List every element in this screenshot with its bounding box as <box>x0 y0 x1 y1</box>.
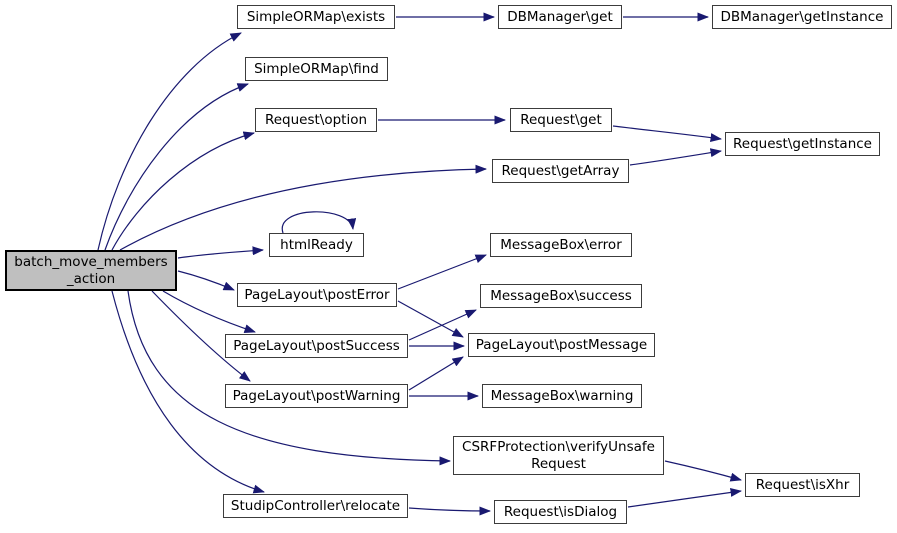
edge-pagelayout_posterror-to-pagelayout_postmessage <box>397 300 464 338</box>
edge-pagelayout_postsuccess-to-messagebox_success <box>408 309 477 341</box>
node-pagelayout_postwarning[interactable]: PageLayout\postWarning <box>225 384 408 408</box>
node-label: StudipController\relocate <box>230 497 401 514</box>
node-label: PageLayout\postWarning <box>232 387 401 404</box>
node-label: Request\getInstance <box>733 135 872 152</box>
node-messagebox_error[interactable]: MessageBox\error <box>490 233 632 257</box>
node-request_get[interactable]: Request\get <box>510 108 612 132</box>
node-label: SimpleORMap\exists <box>246 8 386 25</box>
node-label: Request\get <box>520 111 602 128</box>
edge-pagelayout_postwarning-to-pagelayout_postmessage <box>408 356 464 391</box>
edge-batch_move_members_action-to-pagelayout_postwarning <box>151 290 251 382</box>
node-dbmanager_get[interactable]: DBManager\get <box>498 5 622 29</box>
node-pagelayout_posterror[interactable]: PageLayout\postError <box>237 283 397 307</box>
node-studipcontroller_relocate[interactable]: StudipController\relocate <box>223 494 408 518</box>
edge-pagelayout_posterror-to-messagebox_error <box>397 254 487 290</box>
node-label: MessageBox\success <box>490 287 632 304</box>
node-request_getarray[interactable]: Request\getArray <box>492 159 629 183</box>
node-label: htmlReady <box>280 236 353 253</box>
node-htmlready[interactable]: htmlReady <box>269 233 364 257</box>
node-messagebox_warning[interactable]: MessageBox\warning <box>482 384 642 408</box>
node-label: DBManager\getInstance <box>720 8 884 25</box>
edge-batch_move_members_action-to-simpleormap_find <box>104 83 249 251</box>
edge-batch_move_members_action-to-studipcontroller_relocate <box>111 290 265 494</box>
node-label: Request\isDialog <box>503 503 618 520</box>
edge-batch_move_members_action-to-simpleormap_exists <box>97 32 242 251</box>
edge-request_isdialog-to-request_isxhr <box>627 487 742 508</box>
node-label: Request\isXhr <box>755 476 850 493</box>
node-pagelayout_postsuccess[interactable]: PageLayout\postSuccess <box>225 334 408 358</box>
node-simpleormap_exists[interactable]: SimpleORMap\exists <box>237 5 395 29</box>
node-label: PageLayout\postSuccess <box>233 337 400 354</box>
node-label: SimpleORMap\find <box>254 60 379 77</box>
node-label: DBManager\get <box>507 8 613 25</box>
node-request_isxhr[interactable]: Request\isXhr <box>745 473 860 497</box>
node-request_getinstance[interactable]: Request\getInstance <box>725 132 880 156</box>
node-dbmanager_getinstance[interactable]: DBManager\getInstance <box>712 5 892 29</box>
edge-batch_move_members_action-to-htmlready <box>177 246 264 259</box>
node-label: PageLayout\postError <box>244 286 390 303</box>
edge-htmlready-to-htmlready <box>281 211 357 234</box>
node-label: Request\getArray <box>501 162 620 179</box>
edge-batch_move_members_action-to-request_option <box>111 131 255 251</box>
node-label: Request\option <box>264 111 368 128</box>
node-batch_move_members_action: batch_move_members_action <box>5 250 177 291</box>
node-label: _action <box>66 270 116 287</box>
edge-batch_move_members_action-to-pagelayout_postsuccess <box>162 290 256 333</box>
edge-csrfprotection_verifyunsaferequest-to-request_isxhr <box>664 460 742 482</box>
node-simpleormap_find[interactable]: SimpleORMap\find <box>245 57 388 81</box>
edge-batch_move_members_action-to-pagelayout_posterror <box>177 270 235 291</box>
node-label: CSRFProtection\verifyUnsafe <box>462 438 655 455</box>
edge-batch_move_members_action-to-csrfprotection_verifyunsaferequest <box>127 290 451 466</box>
node-request_option[interactable]: Request\option <box>255 108 377 132</box>
node-label: MessageBox\error <box>500 236 622 253</box>
node-messagebox_success[interactable]: MessageBox\success <box>480 284 642 308</box>
node-request_isdialog[interactable]: Request\isDialog <box>494 500 627 524</box>
node-label: PageLayout\postMessage <box>475 336 648 353</box>
node-label: Request <box>531 455 586 472</box>
edge-studipcontroller_relocate-to-request_isdialog <box>408 506 491 516</box>
node-label: batch_move_members <box>14 253 168 270</box>
edge-request_get-to-request_getinstance <box>612 125 722 143</box>
node-pagelayout_postmessage[interactable]: PageLayout\postMessage <box>468 333 655 357</box>
edge-request_getarray-to-request_getinstance <box>629 148 722 166</box>
edge-batch_move_members_action-to-request_getarray <box>119 164 487 251</box>
node-label: MessageBox\warning <box>490 387 634 404</box>
